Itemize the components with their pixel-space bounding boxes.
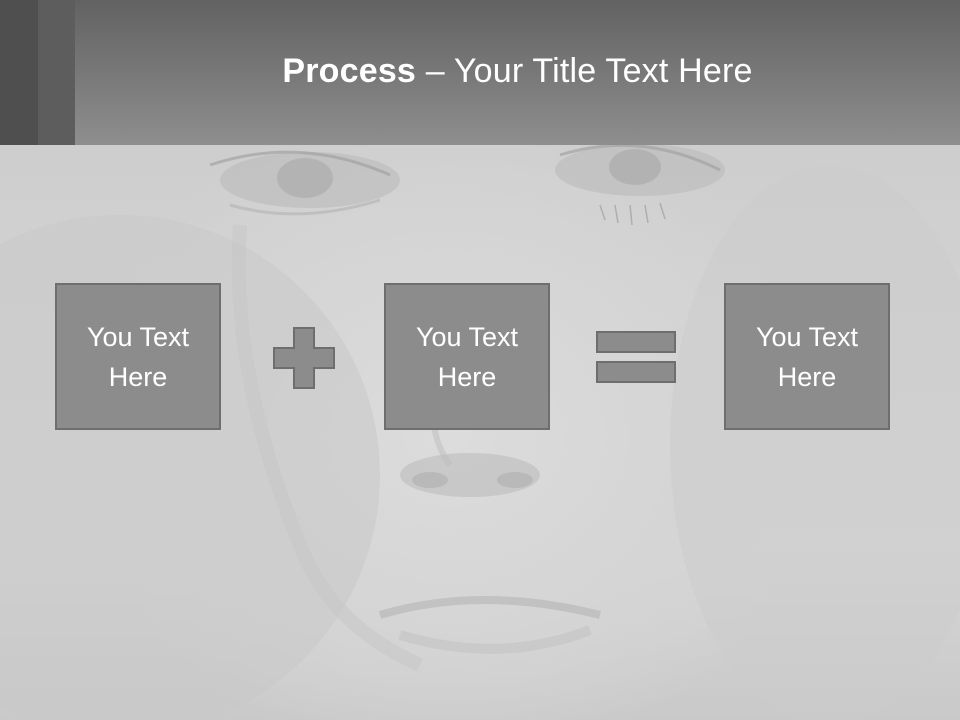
- box-text-line: Here: [108, 361, 168, 392]
- header-bar: Process – Your Title Text Here: [0, 0, 960, 145]
- process-box-1-text: You Text Here: [73, 317, 203, 397]
- box-text-line: Here: [437, 361, 497, 392]
- background-photo: [0, 145, 960, 720]
- title-separator: –: [416, 52, 454, 90]
- header-accent-stripe-secondary: [38, 0, 75, 145]
- process-box-3[interactable]: You Text Here: [724, 283, 890, 430]
- process-box-2[interactable]: You Text Here: [384, 283, 550, 430]
- header-accent-stripe: [0, 0, 38, 145]
- title-text: Your Title Text Here: [453, 52, 753, 90]
- box-text-line: You Text: [755, 321, 859, 352]
- process-box-3-text: You Text Here: [742, 317, 872, 397]
- plus-icon: [273, 327, 335, 389]
- box-text-line: Here: [777, 361, 837, 392]
- slide-title[interactable]: Process – Your Title Text Here: [75, 52, 960, 91]
- process-box-2-text: You Text Here: [402, 317, 532, 397]
- box-text-line: You Text: [86, 321, 190, 352]
- equals-icon: [596, 331, 676, 383]
- process-box-1[interactable]: You Text Here: [55, 283, 221, 430]
- box-text-line: You Text: [415, 321, 519, 352]
- title-bold-word: Process: [282, 52, 417, 90]
- face-photo-image: [0, 145, 960, 720]
